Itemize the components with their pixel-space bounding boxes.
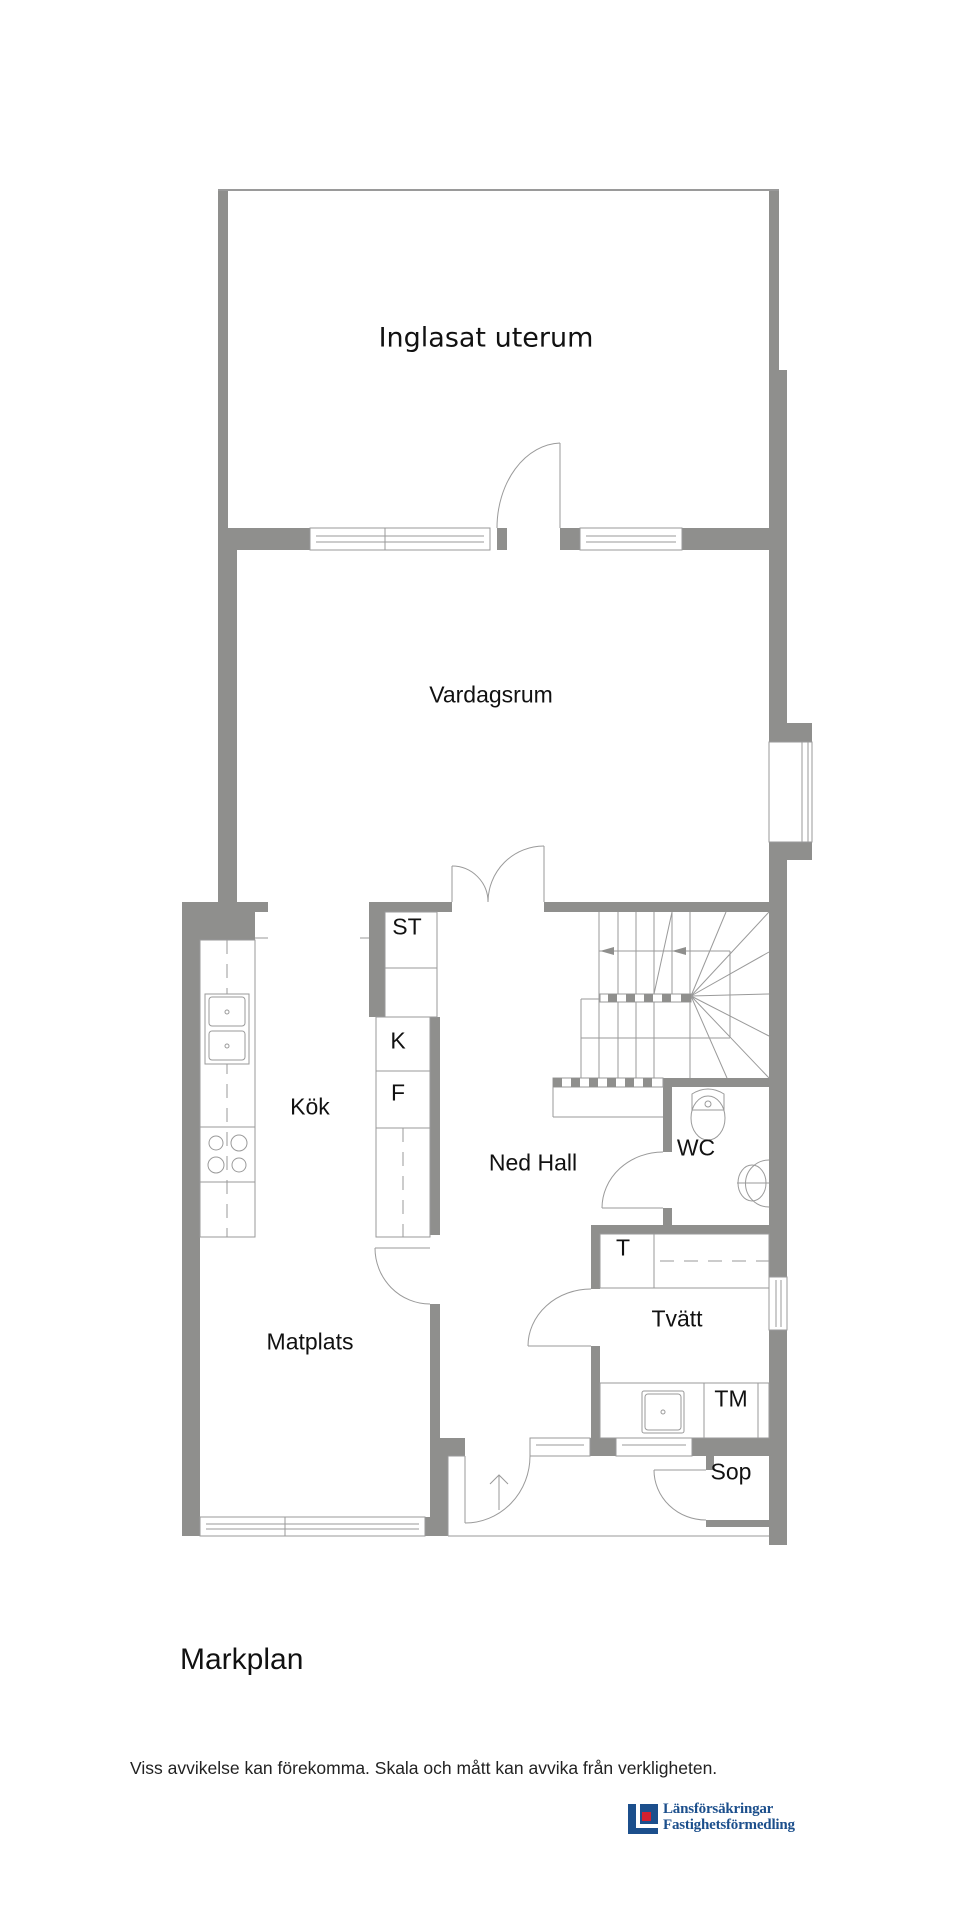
- room-label-ned-hall: Ned Hall: [488, 1149, 578, 1176]
- room-label-kok: Kök: [290, 1093, 330, 1120]
- room-label-sop: Sop: [710, 1458, 752, 1485]
- fixture-label-st: ST: [392, 913, 422, 940]
- room-label-wc: WC: [676, 1134, 716, 1161]
- walls: [182, 190, 812, 1545]
- floor-title: Markplan: [180, 1643, 304, 1676]
- room-label-vardagsrum: Vardagsrum: [429, 681, 553, 708]
- fixture-label-f: F: [390, 1079, 406, 1106]
- room-label-tvatt: Tvätt: [651, 1305, 703, 1332]
- fixture-label-tm: TM: [714, 1385, 748, 1412]
- logo-line-1: Länsförsäkringar: [663, 1801, 774, 1817]
- logo-text: Länsförsäkringar Fastighetsförmedling: [663, 1801, 795, 1833]
- fine-lines: [199, 189, 813, 1537]
- logo-line-2: Fastighetsförmedling: [663, 1817, 795, 1833]
- stair-rails: [552, 947, 692, 1088]
- lansforsakringar-logo-icon: [628, 1804, 658, 1834]
- room-label-matplats: Matplats: [266, 1328, 354, 1355]
- matplats-window: [199, 1516, 426, 1537]
- disclaimer-text: Viss avvikelse kan förekomma. Skala och …: [130, 1758, 718, 1778]
- fixture-label-t: T: [615, 1234, 631, 1261]
- room-label-inglasat-uterum: Inglasat uterum: [378, 322, 594, 354]
- lansforsakringar-logo: Länsförsäkringar Fastighetsförmedling: [628, 1800, 828, 1844]
- fixture-label-k: K: [390, 1027, 406, 1054]
